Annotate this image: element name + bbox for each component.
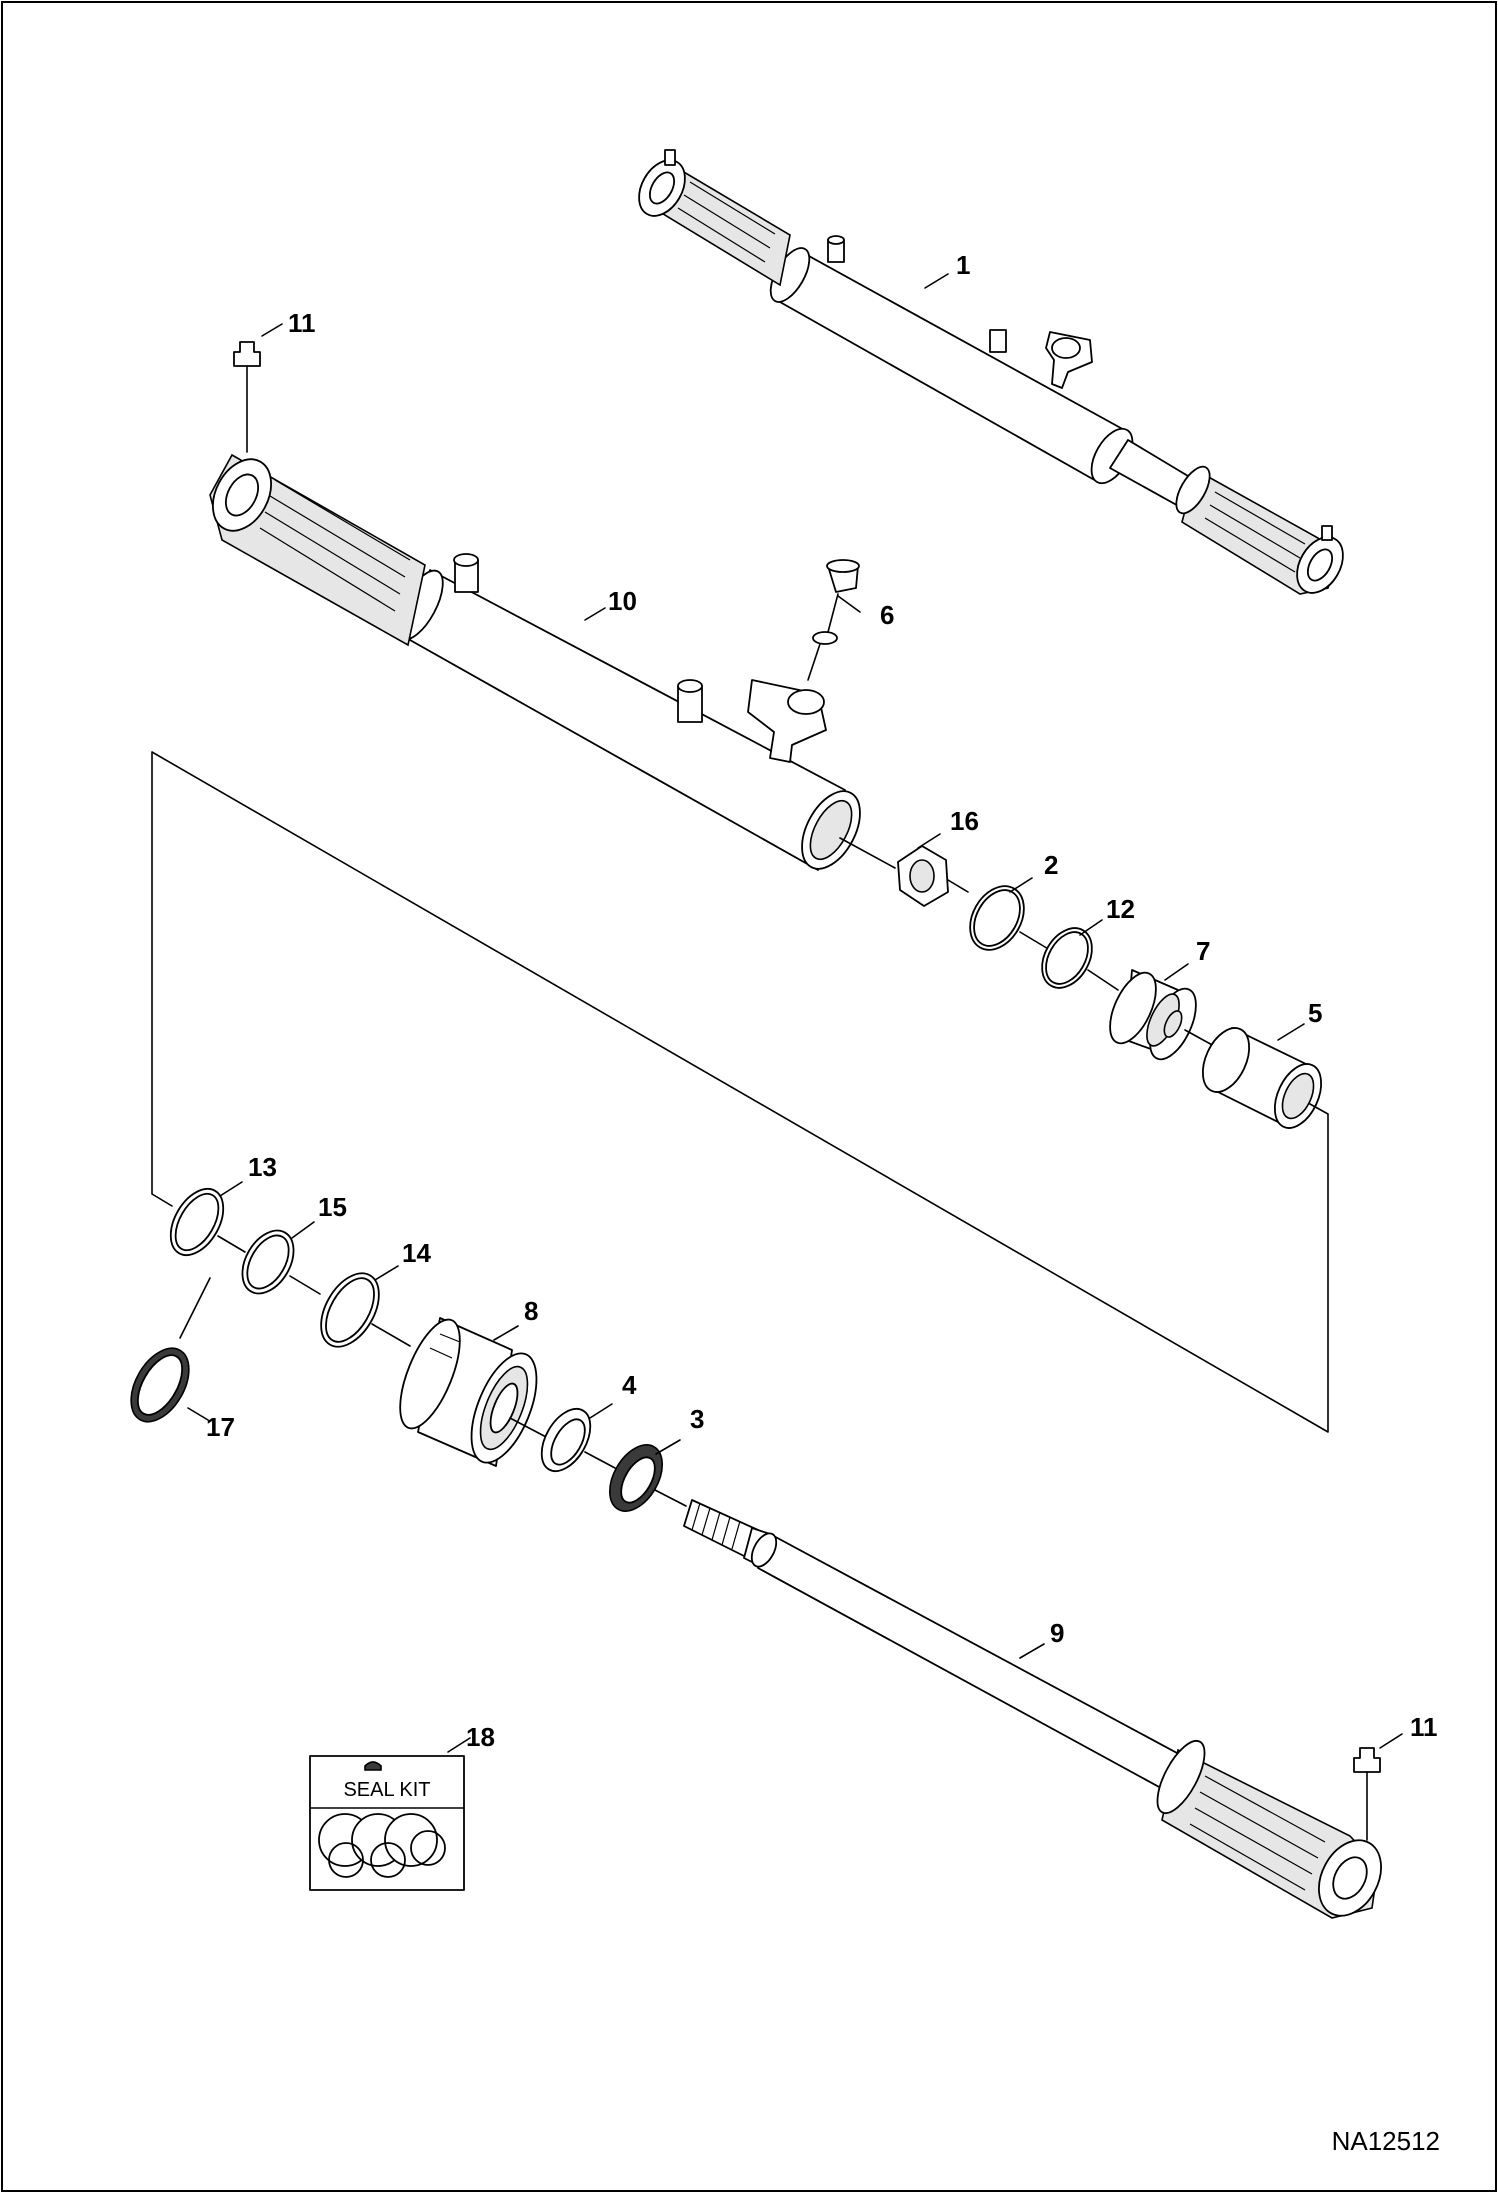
cylinder-barrel xyxy=(209,453,861,871)
callout-leaders xyxy=(187,273,1403,1753)
head-group xyxy=(130,1188,687,1512)
callout-14: 14 xyxy=(402,1238,431,1268)
piston-rod xyxy=(683,1499,1382,1919)
assembly-guide-lines xyxy=(151,751,1329,1433)
assembled-cylinder xyxy=(638,149,1344,595)
grease-fitting-bottom xyxy=(1353,1747,1381,1841)
callout-18: 18 xyxy=(466,1722,495,1752)
callout-10: 10 xyxy=(608,586,637,616)
callout-2: 2 xyxy=(1044,850,1058,880)
callout-17: 17 xyxy=(206,1412,235,1442)
callout-9: 9 xyxy=(1050,1618,1064,1648)
callout-labels: 1 11 10 6 16 2 12 7 5 13 15 14 8 4 3 17 … xyxy=(206,250,1438,1752)
callout-7: 7 xyxy=(1196,936,1210,966)
vent-plug-and-o-ring xyxy=(807,559,860,681)
callout-13: 13 xyxy=(248,1152,277,1182)
seal-kit: SEAL KIT xyxy=(309,1755,465,1891)
callout-6: 6 xyxy=(880,600,894,630)
callout-1: 1 xyxy=(956,250,970,280)
callout-3: 3 xyxy=(690,1404,704,1434)
callout-15: 15 xyxy=(318,1192,347,1222)
callout-4: 4 xyxy=(622,1370,637,1400)
piston-group xyxy=(839,837,1323,1129)
callout-8: 8 xyxy=(524,1296,538,1326)
callout-5: 5 xyxy=(1308,998,1322,1028)
callout-11-top: 11 xyxy=(288,308,316,338)
callout-16: 16 xyxy=(950,806,979,836)
callout-12: 12 xyxy=(1106,894,1135,924)
grease-fitting-top xyxy=(233,341,261,453)
seal-kit-label: SEAL KIT xyxy=(343,1779,430,1801)
figure-code: NA12512 xyxy=(1332,2126,1440,2156)
callout-11-bottom: 11 xyxy=(1410,1712,1438,1742)
